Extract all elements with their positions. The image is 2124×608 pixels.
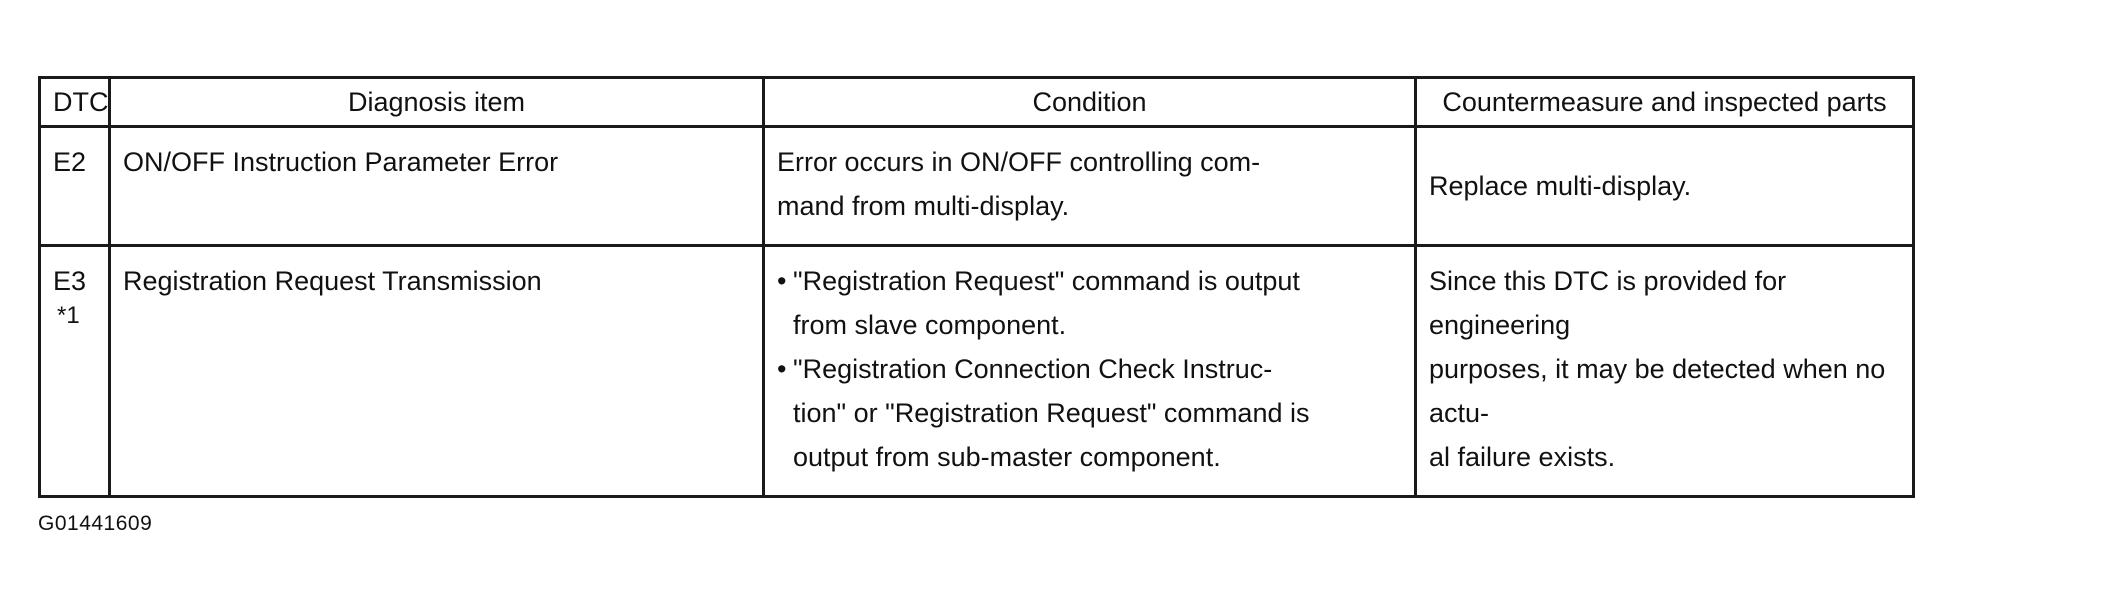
condition-line: Error occurs in ON/OFF controlling com-	[777, 147, 1261, 177]
countermeasure-line: al failure exists.	[1429, 442, 1616, 472]
condition-line: tion" or "Registration Request" command …	[793, 398, 1310, 428]
condition-cell: • "Registration Request" command is outp…	[762, 244, 1417, 498]
header-countermeasure: Countermeasure and inspected parts	[1414, 76, 1915, 128]
dtc-code-cell: E3 *1	[38, 244, 111, 498]
diagnosis-item-cell: Registration Request Transmission	[108, 244, 765, 498]
dtc-code: E3	[53, 266, 87, 296]
header-dtc: DTC	[38, 76, 111, 128]
condition-line: mand from multi-display.	[777, 191, 1070, 221]
dtc-table: DTC Diagnosis item Condition Countermeas…	[38, 76, 1915, 498]
condition-line: "Registration Connection Check Instruc-	[793, 354, 1273, 384]
dtc-code: E2	[53, 147, 87, 177]
diagnosis-item-cell: ON/OFF Instruction Parameter Error	[108, 125, 765, 247]
figure-code: G01441609	[38, 512, 153, 535]
condition-line: output from sub-master component.	[793, 442, 1221, 472]
table-row: E3 *1 Registration Request Transmission …	[38, 244, 1915, 498]
condition-bullet-list: • "Registration Request" command is outp…	[777, 259, 1402, 479]
header-diagnosis-item: Diagnosis item	[108, 76, 765, 128]
footnote-marker: *1	[57, 302, 80, 329]
list-item: • "Registration Connection Check Instruc…	[777, 347, 1402, 479]
condition-cell: Error occurs in ON/OFF controlling com- …	[762, 125, 1417, 247]
bullet-icon: •	[777, 266, 787, 296]
header-condition: Condition	[762, 76, 1417, 128]
bullet-icon: •	[777, 354, 787, 384]
countermeasure-cell: Since this DTC is provided for engineeri…	[1414, 244, 1915, 498]
countermeasure-cell: Replace multi-display.	[1414, 125, 1915, 247]
condition-line: from slave component.	[793, 310, 1067, 340]
countermeasure-line: purposes, it may be detected when no act…	[1429, 354, 1886, 428]
table-header-row: DTC Diagnosis item Condition Countermeas…	[38, 76, 1915, 128]
countermeasure-line: Since this DTC is provided for engineeri…	[1429, 266, 1787, 340]
dtc-code-cell: E2	[38, 125, 111, 247]
table-row: E2 ON/OFF Instruction Parameter Error Er…	[38, 125, 1915, 247]
condition-line: "Registration Request" command is output	[793, 266, 1300, 296]
list-item: • "Registration Request" command is outp…	[777, 259, 1402, 347]
